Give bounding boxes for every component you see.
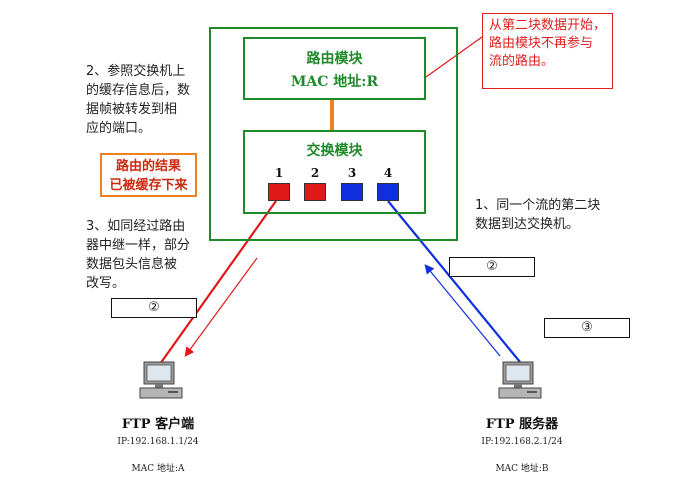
step2-text: 2、参照交换机上 的缓存信息后，数 据帧被转发到相 应的端口。 [86,62,204,138]
note-line: 路由模块不再参与 [489,36,594,51]
switching-module-title: 交换模块 [306,143,363,159]
sequence-badge-right-upper: ② [449,257,535,277]
step1-text: 1、同一个流的第二块 数据到达交换机。 [475,196,625,234]
text-line: 1、同一个流的第二块 [475,198,601,213]
text-line: 据帧被转发到相 [86,102,178,117]
incoming-arrow-from-server [424,264,501,357]
client-name: FTP 客户端 [121,417,195,432]
text-line: 的缓存信息后，数 [86,83,191,98]
text-line: 数据到达交换机。 [475,217,580,232]
routing-module-mac: MAC 地址:R [290,74,379,90]
text-line: 2、参照交换机上 [86,64,186,79]
forward-arrow-to-client [184,257,258,357]
text-line: 改写。 [86,276,126,291]
server-name: FTP 服务器 [485,417,559,432]
port-label-1: 1 [274,166,284,180]
computer-icon [498,361,542,399]
server-mac: MAC 地址:B [495,464,549,474]
note-line: 流的路由。 [489,54,555,69]
switch-port-4 [377,183,399,201]
routing-module: 路由模块 MAC 地址:R [243,37,426,100]
switch-port-1 [268,183,290,201]
layer3-switch-box [209,27,458,241]
routing-bypass-note: 从第二块数据开始， 路由模块不再参与 流的路由。 [482,13,613,89]
port-label-2: 2 [310,166,320,180]
server-link-line [387,200,521,363]
text-line: 器中继一样，部分 [86,238,191,253]
switch-port-3 [341,183,363,201]
switching-module: 交换模块 [243,130,426,214]
sequence-badge-right-lower: ③ [544,318,630,338]
client-mac: MAC 地址:A [131,464,185,474]
text-line: 3、如同经过路由 [86,219,186,234]
computer-icon [139,361,183,399]
cached-result-box: 路由的结果 已被缓存下来 [100,153,197,197]
client-ip: IP:192.168.1.1/24 [117,437,199,447]
client-link-line [159,200,277,365]
server-ip: IP:192.168.2.1/24 [481,437,563,447]
text-line: 已被缓存下来 [109,178,188,193]
note-callout-line [425,36,483,78]
text-line: 路由的结果 [115,159,181,174]
port-label-4: 4 [383,166,393,180]
step3-text: 3、如同经过路由 器中继一样，部分 数据包头信息被 改写。 [86,217,204,293]
text-line: 数据包头信息被 [86,257,178,272]
sequence-badge-left: ② [111,298,197,318]
port-label-3: 3 [347,166,357,180]
routing-module-title: 路由模块 [306,51,363,67]
module-connector [330,100,334,130]
switch-port-2 [304,183,326,201]
text-line: 应的端口。 [86,121,152,136]
note-line: 从第二块数据开始， [489,18,607,33]
